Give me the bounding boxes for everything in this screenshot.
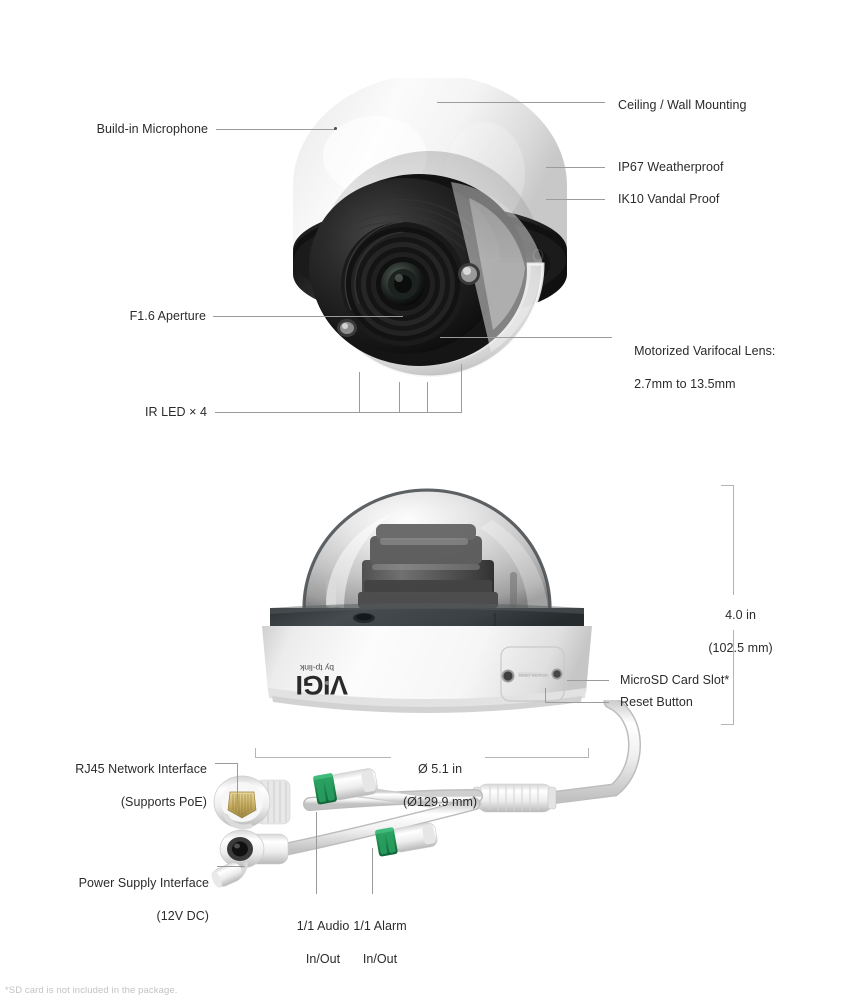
- leader-f16-aperture: [213, 316, 403, 317]
- leader-ir-led-v4: [461, 364, 462, 413]
- callout-motorized-varifocal-lens-line2: 2.7mm to 13.5mm: [634, 376, 736, 391]
- svg-text:RESET MICROSD: RESET MICROSD: [519, 674, 549, 678]
- leader-power-supply-interface: [217, 866, 245, 867]
- callout-power-line1: Power Supply Interface: [78, 875, 209, 890]
- callout-audio-line2: In/Out: [305, 951, 341, 966]
- dome-camera-rear-illustration: VIGI by tp-link RESET MICROSD: [252, 480, 602, 735]
- leader-alarm-in-out: [372, 848, 373, 894]
- callout-ir-led: IR LED × 4: [145, 405, 207, 419]
- callout-f16-aperture: F1.6 Aperture: [129, 309, 206, 323]
- callout-alarm-in-out: 1/1 Alarm In/Out: [333, 901, 413, 984]
- microphone-hole-marker: [334, 127, 337, 130]
- leader-ceiling-wall-mounting: [437, 102, 605, 103]
- height-dimension-mm: (102.5 mm): [708, 640, 773, 655]
- callout-audio-line1: 1/1 Audio: [296, 918, 350, 933]
- diameter-dimension-in: Ø 5.1 in: [417, 761, 463, 776]
- leader-ir-led-v3: [427, 382, 428, 413]
- leader-audio-in-out: [316, 812, 317, 894]
- callout-power-line2: (12V DC): [156, 908, 209, 923]
- leader-reset-button-v: [545, 688, 546, 703]
- callout-rj45-line2: (Supports PoE): [120, 794, 207, 809]
- dome-camera-front-illustration: [255, 78, 605, 408]
- callout-build-in-microphone: Build-in Microphone: [96, 122, 208, 136]
- leader-rj45-network-interface-v: [237, 763, 238, 807]
- svg-text:by tp-link: by tp-link: [299, 663, 334, 673]
- height-dimension-tick-bottom: [721, 724, 734, 725]
- height-dimension-label: 4.0 in (102.5 mm): [676, 590, 791, 673]
- callout-microsd-card-slot: MicroSD Card Slot*: [620, 673, 730, 687]
- diameter-dimension-tick-right: [588, 748, 589, 758]
- diameter-dimension-tick-left: [255, 748, 256, 758]
- leader-microsd-card-slot: [567, 680, 609, 681]
- leader-ir-led-v2: [399, 382, 400, 413]
- leader-ip67-weatherproof: [546, 167, 605, 168]
- diameter-dimension-line-right: [485, 757, 588, 758]
- callout-motorized-varifocal-lens: Motorized Varifocal Lens: 2.7mm to 13.5m…: [620, 326, 775, 409]
- height-dimension-tick-top: [721, 485, 734, 486]
- callout-motorized-varifocal-lens-line1: Motorized Varifocal Lens:: [634, 343, 776, 358]
- callout-rj45-network-interface: RJ45 Network Interface (Supports PoE): [0, 744, 207, 827]
- callout-reset-button: Reset Button: [620, 695, 693, 709]
- leader-ir-led-v1: [359, 372, 360, 413]
- leader-reset-button: [545, 702, 609, 703]
- diameter-dimension-mm: (Ø129.9 mm): [402, 794, 478, 809]
- callout-alarm-line1: 1/1 Alarm: [353, 918, 407, 933]
- leader-ir-led-h: [215, 412, 462, 413]
- callout-power-supply-interface: Power Supply Interface (12V DC): [0, 858, 209, 941]
- leader-motorized-varifocal-lens: [440, 337, 612, 338]
- leader-build-in-microphone: [216, 129, 335, 130]
- diameter-dimension-label: Ø 5.1 in (Ø129.9 mm): [381, 744, 485, 827]
- height-dimension-in: 4.0 in: [725, 607, 756, 622]
- leader-ik10-vandal-proof: [546, 199, 605, 200]
- callout-rj45-line1: RJ45 Network Interface: [75, 761, 207, 776]
- footnote-sd-card: *SD card is not included in the package.: [5, 985, 178, 996]
- leader-rj45-network-interface-h: [215, 763, 238, 764]
- callout-alarm-line2: In/Out: [362, 951, 398, 966]
- height-dimension-line-upper: [733, 485, 734, 595]
- diameter-dimension-line-left: [255, 757, 391, 758]
- cable-harness-illustration: [190, 700, 660, 900]
- callout-audio-in-out: 1/1 Audio In/Out: [276, 901, 356, 984]
- callout-ceiling-wall-mounting: Ceiling / Wall Mounting: [618, 98, 747, 112]
- svg-text:VIGI: VIGI: [296, 670, 348, 700]
- height-dimension-line-lower: [733, 630, 734, 725]
- callout-ip67-weatherproof: IP67 Weatherproof: [618, 160, 724, 174]
- callout-ik10-vandal-proof: IK10 Vandal Proof: [618, 192, 720, 206]
